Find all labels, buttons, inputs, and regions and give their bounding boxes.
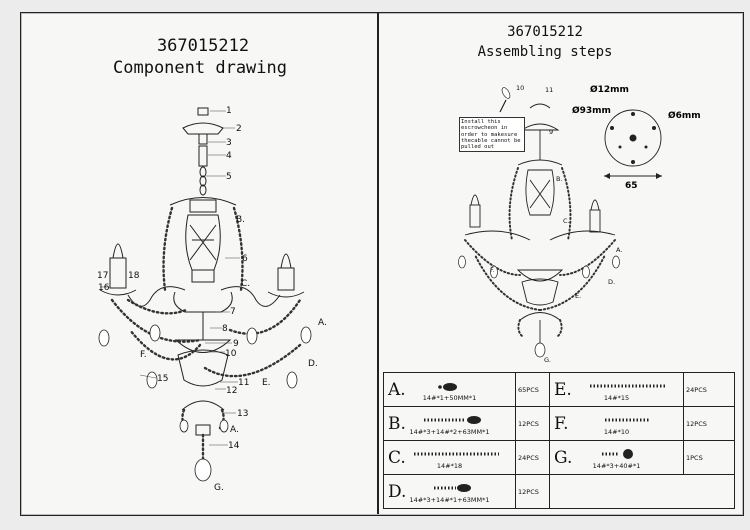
callout-8: 8 [222,324,228,334]
part-cell-a: A. 14#*1+50MM*1 [384,373,516,407]
callout-7: 7 [230,307,236,317]
callout-14: 14 [228,441,240,451]
bottom-cup [177,349,229,387]
callout-18: 18 [128,271,140,281]
letter-f: F. [140,350,147,360]
letter-e: E. [262,378,271,388]
left-bulb [112,243,124,259]
left-product-code: 367015212 [156,36,250,56]
dim-plate-93: Ø93mm [572,105,611,116]
callout-12: 12 [226,386,237,396]
crystal-ball-g [194,458,212,482]
glass-bowl [174,339,232,353]
mini-lower-ring [519,312,561,321]
crown-top [169,197,237,206]
mini-hook [529,103,551,109]
crystal-drop-left [98,329,110,347]
step-letter-f: F. [490,266,495,274]
step-letter-c: C. [563,217,570,225]
bead-string-b-right [232,206,244,292]
mini-bowl [516,269,564,282]
callout-6: 6 [242,254,248,264]
step-callout-11: 11 [545,86,553,94]
callout-4: 4 [226,151,232,161]
mini-canopy [520,123,560,131]
qty-cell-f: 12PCS [684,407,734,441]
bead-string-b-left [162,206,174,292]
install-note: Install this escrowcheon in order to mak… [459,117,525,153]
center-hole [629,134,637,142]
right-candle [277,267,295,291]
right-product-code: 367015212 [507,24,583,40]
canopy-plate [604,109,662,167]
lower-ring [181,400,225,411]
component-drawing-heading: Component drawing [113,58,287,78]
callout-13: 13 [237,409,248,419]
part-cell-d: D. 14#*3+14#*1+63MM*1 [384,475,516,508]
step-letter-b: B. [556,175,563,183]
callout-16: 16 [98,283,110,293]
callout-1: 1 [226,106,232,116]
callout-2: 2 [236,124,242,134]
qty-cell-e: 24PCS [684,373,734,407]
callout-3: 3 [226,138,232,148]
right-bulb [280,253,292,269]
letter-g: G. [214,483,224,493]
bead-string-d [228,298,302,335]
part-cell-c: C. 14#*18 [384,441,516,475]
part-cell-b: B. 14#*3+14#*2+63MM*1 [384,407,516,441]
step-letter-d: D. [608,278,615,286]
letter-c: C. [241,279,250,289]
parts-table: A. 14#*1+50MM*1 65PCS E. 14#*15 24PCS B.… [383,372,735,509]
step-callout-9: 9 [549,128,553,136]
rod [198,145,208,167]
step-letter-g: G. [544,356,551,364]
hook-part [197,107,209,116]
step-callout-10: 10 [516,84,524,92]
panel-divider [377,12,379,514]
mini-right-candle [589,209,601,233]
mini-left-candle [469,204,481,228]
dim-spacing-65: 65 [625,181,638,191]
qty-cell-c: 24PCS [516,441,550,475]
mini-right-arm [549,230,616,241]
mini-left-arm [464,230,531,241]
qty-cell-d: 12PCS [516,475,550,508]
letter-d: D. [308,359,318,369]
right-arm [220,286,281,307]
step-letter-e: E. [575,292,581,300]
callout-5: 5 [226,172,232,182]
callout-15: 15 [157,374,168,384]
qty-cell-g: 1PCS [684,441,734,475]
callout-9: 9 [233,339,239,349]
callout-11: 11 [238,378,249,388]
part-cell-e: E. 14#*15 [550,373,684,407]
mini-urn [525,169,555,216]
rod-top [198,133,208,145]
letter-a-lower: A. [230,425,239,435]
dim-small-hole-6: Ø6mm [668,110,701,121]
document-sheet [20,12,744,516]
callout-17: 17 [97,271,108,281]
letter-a: A. [318,318,327,328]
left-candle [109,257,127,289]
mini-crystal-ball [534,342,546,358]
qty-cell-a: 65PCS [516,373,550,407]
assembling-steps-heading: Assembling steps [477,44,613,60]
callout-10: 10 [225,349,237,359]
letter-b: B. [236,215,245,225]
left-arm [127,286,186,307]
screwdriver-icon [501,87,511,99]
step-letter-a: A. [616,246,622,254]
bead-string-e [203,343,302,378]
canopy [182,122,224,135]
qty-cell-b: 12PCS [516,407,550,441]
part-cell-g: G. 14#*3+40#*1 [550,441,684,475]
part-cell-f: F. 14#*10 [550,407,684,441]
dim-hole-12: Ø12mm [590,84,629,95]
